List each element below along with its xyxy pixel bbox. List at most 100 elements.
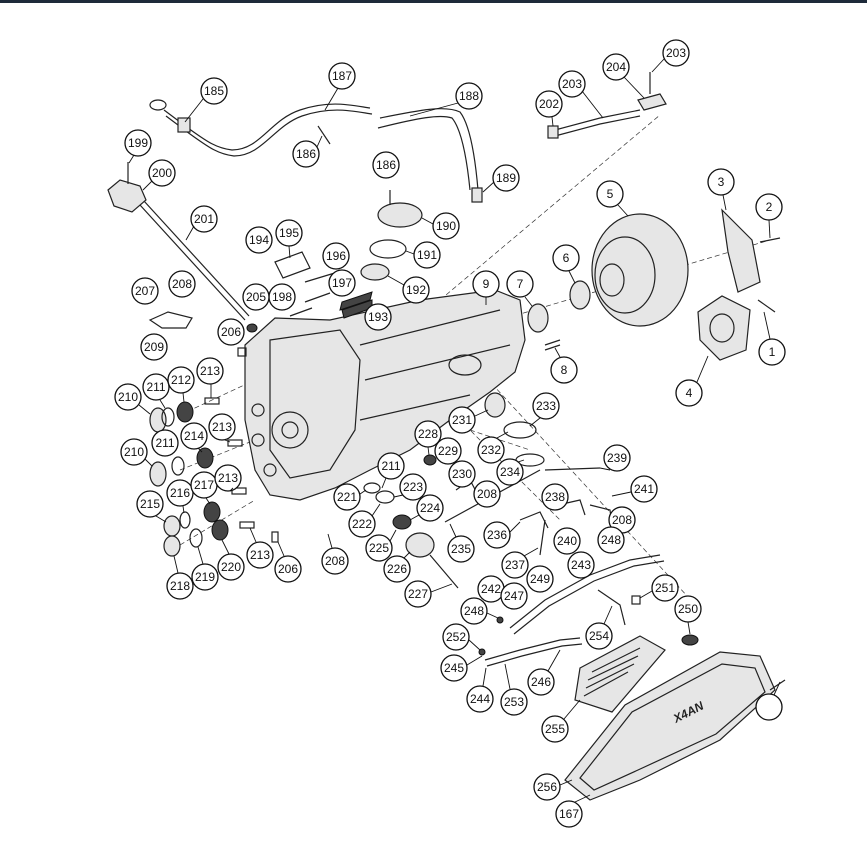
callout-238: 238 <box>541 483 569 511</box>
callout-243: 243 <box>567 551 595 579</box>
svg-text:253: 253 <box>504 695 524 709</box>
svg-text:249: 249 <box>530 572 550 586</box>
callout-5: 5 <box>596 180 624 208</box>
callout-layer: 185 187 188 186 189 199 200 201 186 190 … <box>114 39 786 828</box>
callout-208-top: 208 <box>168 270 196 298</box>
dipstick-tube-assembly <box>149 99 483 203</box>
callout-194: 194 <box>245 226 273 254</box>
svg-text:194: 194 <box>249 233 269 247</box>
callout-251: 254 <box>585 622 613 650</box>
svg-text:217: 217 <box>194 478 214 492</box>
svg-text:216: 216 <box>170 486 190 500</box>
svg-text:7: 7 <box>517 277 524 291</box>
callout-222: 222 <box>348 510 376 538</box>
callout-245: 244 <box>466 685 494 713</box>
svg-text:238: 238 <box>545 490 565 504</box>
svg-text:233: 233 <box>536 399 556 413</box>
callout-206-top: 206 <box>217 318 245 346</box>
svg-text:213: 213 <box>218 471 238 485</box>
callout-247: 248 <box>460 597 488 625</box>
callout-248-right: 248 <box>597 526 625 554</box>
callout-217: 217 <box>190 471 218 499</box>
svg-text:4: 4 <box>686 386 693 400</box>
callout-202: 202 <box>535 90 563 118</box>
callout-3: 3 <box>707 168 735 196</box>
oil-pan-and-filter: X4AN <box>564 635 786 801</box>
svg-text:248: 248 <box>601 533 621 547</box>
callout-231: 231 <box>448 406 476 434</box>
callout-241: 241 <box>630 475 658 503</box>
callout-213-a: 213 <box>196 357 224 385</box>
svg-text:186: 186 <box>296 147 316 161</box>
svg-text:232: 232 <box>481 443 501 457</box>
svg-text:207: 207 <box>135 284 155 298</box>
callout-201: 201 <box>190 205 218 233</box>
cover-stack <box>339 190 423 319</box>
svg-text:208: 208 <box>325 554 345 568</box>
svg-text:226: 226 <box>387 562 407 576</box>
callout-208-mid: 208 <box>473 480 501 508</box>
svg-text:227: 227 <box>408 587 428 601</box>
svg-text:230: 230 <box>452 467 472 481</box>
callout-253: 255 <box>541 715 569 743</box>
svg-text:9: 9 <box>483 277 490 291</box>
svg-text:211: 211 <box>146 380 165 394</box>
svg-text:198: 198 <box>272 290 292 304</box>
callout-192: 192 <box>402 276 430 304</box>
callout-198: 198 <box>268 283 296 311</box>
callout-214: 214 <box>180 422 208 450</box>
callout-226: 226 <box>383 555 411 583</box>
svg-text:205: 205 <box>246 290 266 304</box>
svg-text:209: 209 <box>144 340 164 354</box>
callout-185: 185 <box>200 77 228 105</box>
callout-235: 235 <box>447 535 475 563</box>
svg-text:190: 190 <box>436 219 456 233</box>
callout-218: 218 <box>166 572 194 600</box>
callout-219: 219 <box>191 563 219 591</box>
callout-2: 2 <box>755 193 783 221</box>
callout-220: 220 <box>217 553 245 581</box>
callout-188: 188 <box>455 82 483 110</box>
shift-lever-assembly <box>107 162 250 321</box>
svg-text:237: 237 <box>505 558 525 572</box>
callout-204: 204 <box>602 53 630 81</box>
svg-text:192: 192 <box>406 283 426 297</box>
callout-212: 212 <box>167 366 195 394</box>
svg-text:211: 211 <box>381 459 400 473</box>
svg-text:214: 214 <box>184 429 204 443</box>
callout-167 <box>755 693 783 721</box>
svg-text:1: 1 <box>769 345 776 359</box>
center-components <box>363 392 545 589</box>
svg-text:251: 251 <box>655 581 675 595</box>
svg-text:193: 193 <box>368 310 388 324</box>
svg-text:247: 247 <box>504 589 524 603</box>
svg-text:229: 229 <box>438 444 458 458</box>
svg-text:243: 243 <box>571 558 591 572</box>
callout-210-top: 210 <box>114 383 142 411</box>
svg-text:202: 202 <box>539 97 559 111</box>
callout-229: 229 <box>434 437 462 465</box>
svg-text:236: 236 <box>487 528 507 542</box>
svg-text:242: 242 <box>481 582 501 596</box>
callout-206-bottom: 206 <box>274 555 302 583</box>
svg-text:256: 256 <box>537 780 557 794</box>
callout-246: 245 <box>440 654 468 682</box>
svg-text:206: 206 <box>221 325 241 339</box>
svg-text:186: 186 <box>376 158 396 172</box>
svg-text:240: 240 <box>557 534 577 548</box>
callout-211-mid: 211 <box>151 429 179 457</box>
callout-208-low: 208 <box>321 547 349 575</box>
callout-254: 250 <box>674 595 702 623</box>
svg-text:188: 188 <box>459 89 479 103</box>
callout-227: 227 <box>404 580 432 608</box>
svg-text:224: 224 <box>420 501 440 515</box>
callout-242: 247 <box>500 582 528 610</box>
callout-237: 237 <box>501 551 529 579</box>
svg-text:201: 201 <box>194 212 214 226</box>
svg-text:199: 199 <box>128 136 148 150</box>
svg-text:8: 8 <box>561 363 568 377</box>
callout-209: 209 <box>140 333 168 361</box>
callout-205: 205 <box>242 283 270 311</box>
svg-text:222: 222 <box>352 517 372 531</box>
svg-text:231: 231 <box>452 413 472 427</box>
